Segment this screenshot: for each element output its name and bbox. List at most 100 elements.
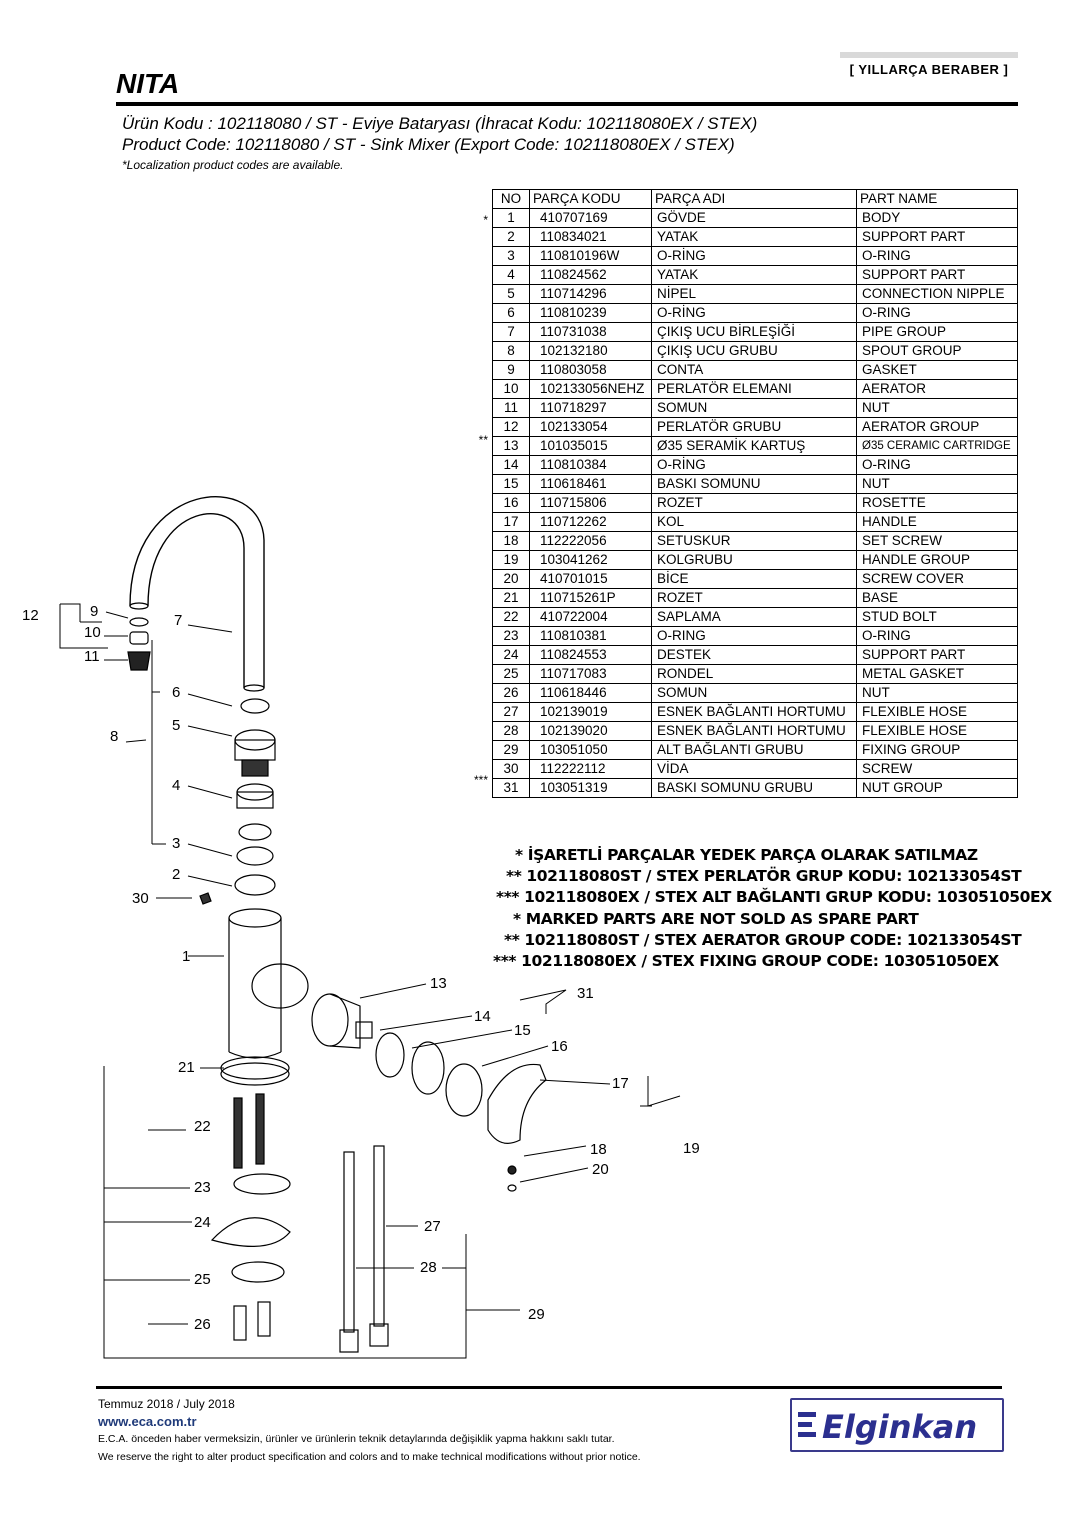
part-name-en-cell: SUPPORT PART [856, 265, 1018, 285]
label-30: 30 [132, 890, 149, 907]
label-10: 10 [84, 624, 101, 641]
label-8: 8 [110, 728, 118, 745]
part-name-en-cell: HANDLE [856, 512, 1018, 532]
product-code-tr: Ürün Kodu : 102118080 / ST - Eviye Batar… [122, 114, 758, 133]
part-name-tr-cell: ROZET [651, 588, 857, 608]
part-name-tr-cell: YATAK [651, 265, 857, 285]
part-name-en-cell: CONNECTION NIPPLE [856, 284, 1018, 304]
part-code-cell: 110810384 [529, 455, 652, 475]
col-header-code: PARÇA KODU [529, 189, 652, 209]
label-7: 7 [174, 612, 182, 629]
part-no-cell: 8 [492, 341, 530, 361]
part-name-en-cell: SPOUT GROUP [856, 341, 1018, 361]
part-code-cell: 410707169 [529, 208, 652, 228]
part-name-en-cell: NUT [856, 398, 1018, 418]
part-name-en-cell: AERATOR GROUP [856, 417, 1018, 437]
col-header-name-tr: PARÇA ADI [651, 189, 857, 209]
header-divider [116, 102, 1018, 106]
part-name-en-cell: PIPE GROUP [856, 322, 1018, 342]
part-name-en-cell: METAL GASKET [856, 664, 1018, 684]
part-code-cell: 110718297 [529, 398, 652, 418]
localization-note: *Localization product codes are availabl… [122, 158, 344, 172]
part-code-cell: 110810239 [529, 303, 652, 323]
part-name-en-cell: BODY [856, 208, 1018, 228]
part-no-cell: 3 [492, 246, 530, 266]
part-code-cell: 103051319 [529, 778, 652, 798]
label-19: 19 [683, 1140, 700, 1157]
footer-disclaimer-tr: E.C.A. önceden haber vermeksizin, ürünle… [98, 1433, 615, 1445]
footer-url-link[interactable]: www.eca.com.tr [98, 1414, 197, 1429]
label-5: 5 [172, 717, 180, 734]
part-name-en-cell: SUPPORT PART [856, 645, 1018, 665]
part-no-cell: 13 [492, 436, 530, 456]
part-name-en-cell: SUPPORT PART [856, 227, 1018, 247]
part-no-cell: 10 [492, 379, 530, 399]
part-name-tr-cell: ÇIKIŞ UCU GRUBU [651, 341, 857, 361]
leader-lines [59, 603, 681, 1359]
footer-divider [96, 1386, 1002, 1389]
part-name-en-cell: ROSETTE [856, 493, 1018, 513]
part-name-tr-cell: PERLATÖR GRUBU [651, 417, 857, 437]
part-name-en-cell: O-RING [856, 246, 1018, 266]
part-no-cell: 11 [492, 398, 530, 418]
label-15: 15 [514, 1022, 531, 1039]
part-name-en-cell: O-RING [856, 626, 1018, 646]
footer-disclaimer-en: We reserve the right to alter product sp… [98, 1451, 641, 1463]
fixing-group-drawing [210, 1056, 389, 1353]
label-2: 2 [172, 866, 180, 883]
label-17: 17 [612, 1075, 629, 1092]
label-23: 23 [194, 1179, 211, 1196]
part-code-cell: 110731038 [529, 322, 652, 342]
label-9: 9 [90, 603, 98, 620]
valve-stack-drawing [199, 698, 309, 1059]
row-mark: ** [478, 433, 488, 447]
part-name-tr-cell: O-RİNG [651, 246, 857, 266]
label-29: 29 [528, 1306, 545, 1323]
label-6: 6 [172, 684, 180, 701]
part-name-tr-cell: SOMUN [651, 398, 857, 418]
part-no-cell: 5 [492, 284, 530, 304]
part-name-tr-cell: YATAK [651, 227, 857, 247]
col-header-name-en: PART NAME [856, 189, 1018, 209]
table-header-row: NO PARÇA KODU PARÇA ADI PART NAME [492, 189, 1018, 209]
footnote-en-1: * MARKED PARTS ARE NOT SOLD AS SPARE PAR… [513, 910, 919, 928]
part-code-cell: 110803058 [529, 360, 652, 380]
footer-date: Temmuz 2018 / July 2018 [98, 1397, 235, 1411]
part-no-cell: 29 [492, 740, 530, 760]
part-name-tr-cell: O-RİNG [651, 303, 857, 323]
logo-text: Elginkan [822, 1408, 977, 1446]
part-code-cell: 110834021 [529, 227, 652, 247]
part-code-cell: 102133056NEHZ [529, 379, 652, 399]
part-code-cell: 102139019 [529, 702, 652, 722]
brand-tagline-badge: [ YILLARÇA BERABER ] [840, 52, 1018, 82]
product-code-en: Product Code: 102118080 / ST - Sink Mixe… [122, 135, 735, 154]
elginkan-logo: Elginkan [790, 1398, 1004, 1452]
label-31: 31 [577, 985, 594, 1002]
part-name-en-cell: AERATOR [856, 379, 1018, 399]
elginkan-logo-mark: Elginkan [798, 1408, 977, 1446]
label-20: 20 [592, 1161, 609, 1178]
part-code-cell: 102133054 [529, 417, 652, 437]
part-name-en-cell: O-RING [856, 455, 1018, 475]
label-18: 18 [590, 1141, 607, 1158]
label-25: 25 [194, 1271, 211, 1288]
footnote-tr-1: * İŞARETLİ PARÇALAR YEDEK PARÇA OLARAK S… [515, 846, 978, 864]
label-13: 13 [430, 975, 447, 992]
footnote-tr-3: *** 102118080EX / STEX ALT BAĞLANTI GRUP… [496, 888, 1052, 906]
col-header-no: NO [492, 189, 530, 209]
part-no-cell: 9 [492, 360, 530, 380]
label-28: 28 [420, 1259, 437, 1276]
footnote-en-2: ** 102118080ST / STEX AERATOR GROUP CODE… [504, 931, 1022, 949]
part-no-cell: 12 [492, 417, 530, 437]
part-code-cell: 101035015 [529, 436, 652, 456]
